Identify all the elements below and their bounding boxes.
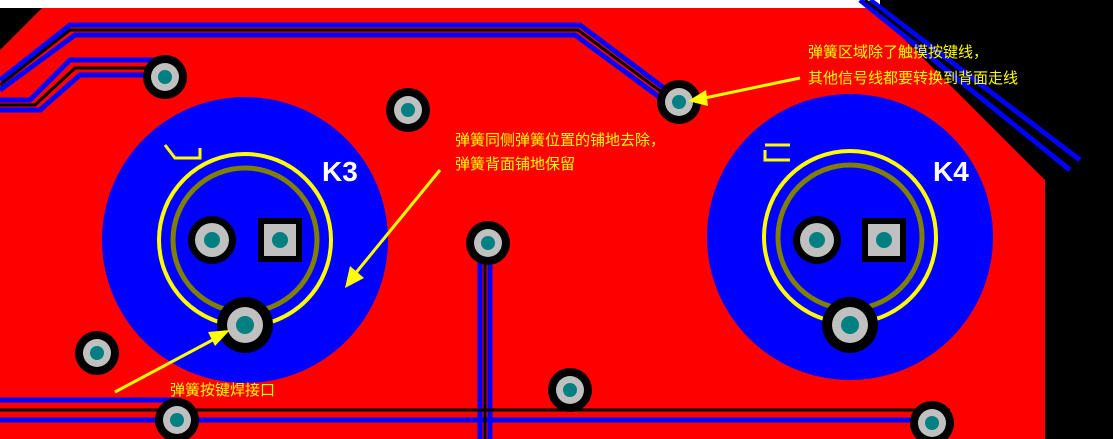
annotation-arrows [114, 76, 801, 394]
annotation-same-side: 弹簧同侧弹簧位置的铺地去除， [455, 131, 666, 149]
k4-label: K4 [933, 156, 969, 187]
spring-pad-k4 [707, 94, 993, 380]
k3-label: K3 [322, 156, 358, 187]
board-edge-top [0, 0, 1113, 8]
board-edge-left [0, 0, 50, 50]
vias [75, 55, 954, 439]
annotation-spring-area: 弹簧区域除了触摸按键线， [808, 43, 989, 61]
annotation-back-side: 弹簧背面铺地保留 [455, 155, 576, 173]
copper-pour-right [1045, 180, 1080, 439]
annotation-other-signals: 其他信号线都要转换到背面走线 [808, 69, 1019, 87]
silkscreen-marks [163, 143, 790, 162]
component-pads [188, 216, 906, 353]
spring-pad-k3 [102, 97, 388, 383]
annotation-solder: 弹簧按键焊接口 [170, 381, 276, 399]
